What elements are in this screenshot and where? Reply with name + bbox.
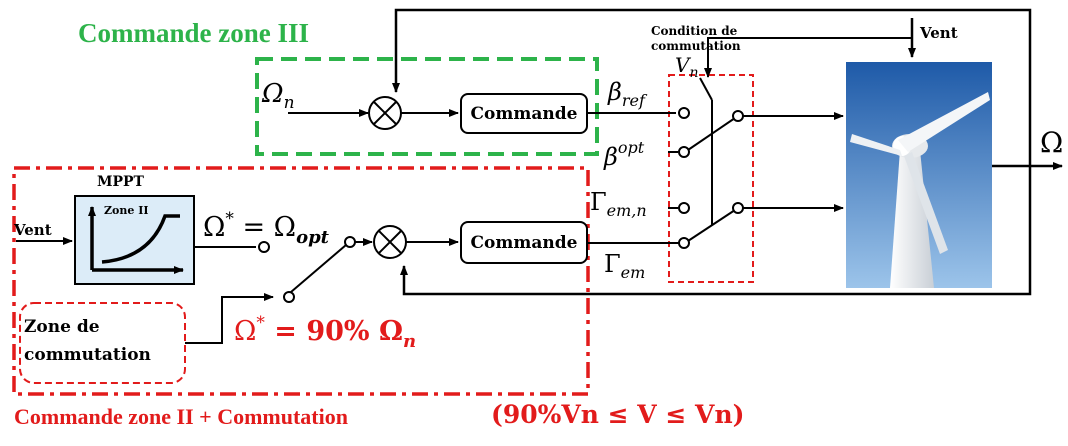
beta-ref-label: βref [607, 78, 648, 110]
vent-left-label: Vent [13, 221, 52, 239]
mppt-curve [101, 214, 180, 264]
wind-turbine-image [846, 62, 992, 288]
zone-commutation-line2: commutation [24, 345, 151, 365]
switch-condition-line1: Condition de [651, 24, 738, 38]
switch-linkage [699, 77, 713, 101]
omega-star-90-label: Ω* = 90% Ωn [234, 313, 416, 352]
selector-arm [290, 244, 347, 293]
contact-out-top [732, 110, 744, 122]
gamma-em-label: Γem [604, 250, 645, 282]
contact-selector-out [344, 236, 356, 248]
feedback-top-line [392, 8, 1032, 138]
vn-arrow [704, 37, 912, 78]
omega-out-label: Ω [1040, 126, 1063, 159]
feedback-bottom-line [400, 138, 1032, 296]
mppt-zone-label: Zone II [104, 204, 148, 217]
gamma-em-n-label: Γem,n [590, 188, 647, 220]
contact-out-bottom [732, 202, 744, 214]
zone-commutation-box [19, 302, 186, 384]
vn-label: Vn [675, 53, 698, 81]
commande-bottom-label: Commande [471, 233, 578, 253]
beta-opt-label: βopt [603, 138, 645, 171]
contact-beta-ref [678, 107, 690, 119]
mppt-label: MPPT [97, 174, 145, 190]
zone3-title: Commande zone III [78, 18, 310, 48]
vent-top-label: Vent [919, 24, 958, 42]
omega-n-label: Ωn [261, 79, 295, 113]
contact-beta-opt [678, 146, 690, 158]
contact-gamma-em [678, 237, 690, 249]
commande-top-label: Commande [471, 104, 578, 124]
contact-90 [283, 291, 295, 303]
contact-gamma-em-n [678, 202, 690, 214]
commutation-out-line [185, 293, 274, 344]
switch-condition-line2: commutation [651, 39, 741, 53]
contact-mppt [258, 241, 270, 253]
omega-star-opt-label: Ω* = Ωopt [203, 209, 330, 248]
zone-commutation-line1: Zone de [24, 317, 100, 337]
zone2-title: Commande zone II + Commutation [14, 404, 348, 429]
zone2-frame [12, 166, 590, 396]
zone3-frame [255, 57, 599, 156]
switch-arm-bottom [687, 209, 736, 242]
zone2-condition: (90%Vn ≤ V ≤ Vn) [491, 400, 745, 429]
